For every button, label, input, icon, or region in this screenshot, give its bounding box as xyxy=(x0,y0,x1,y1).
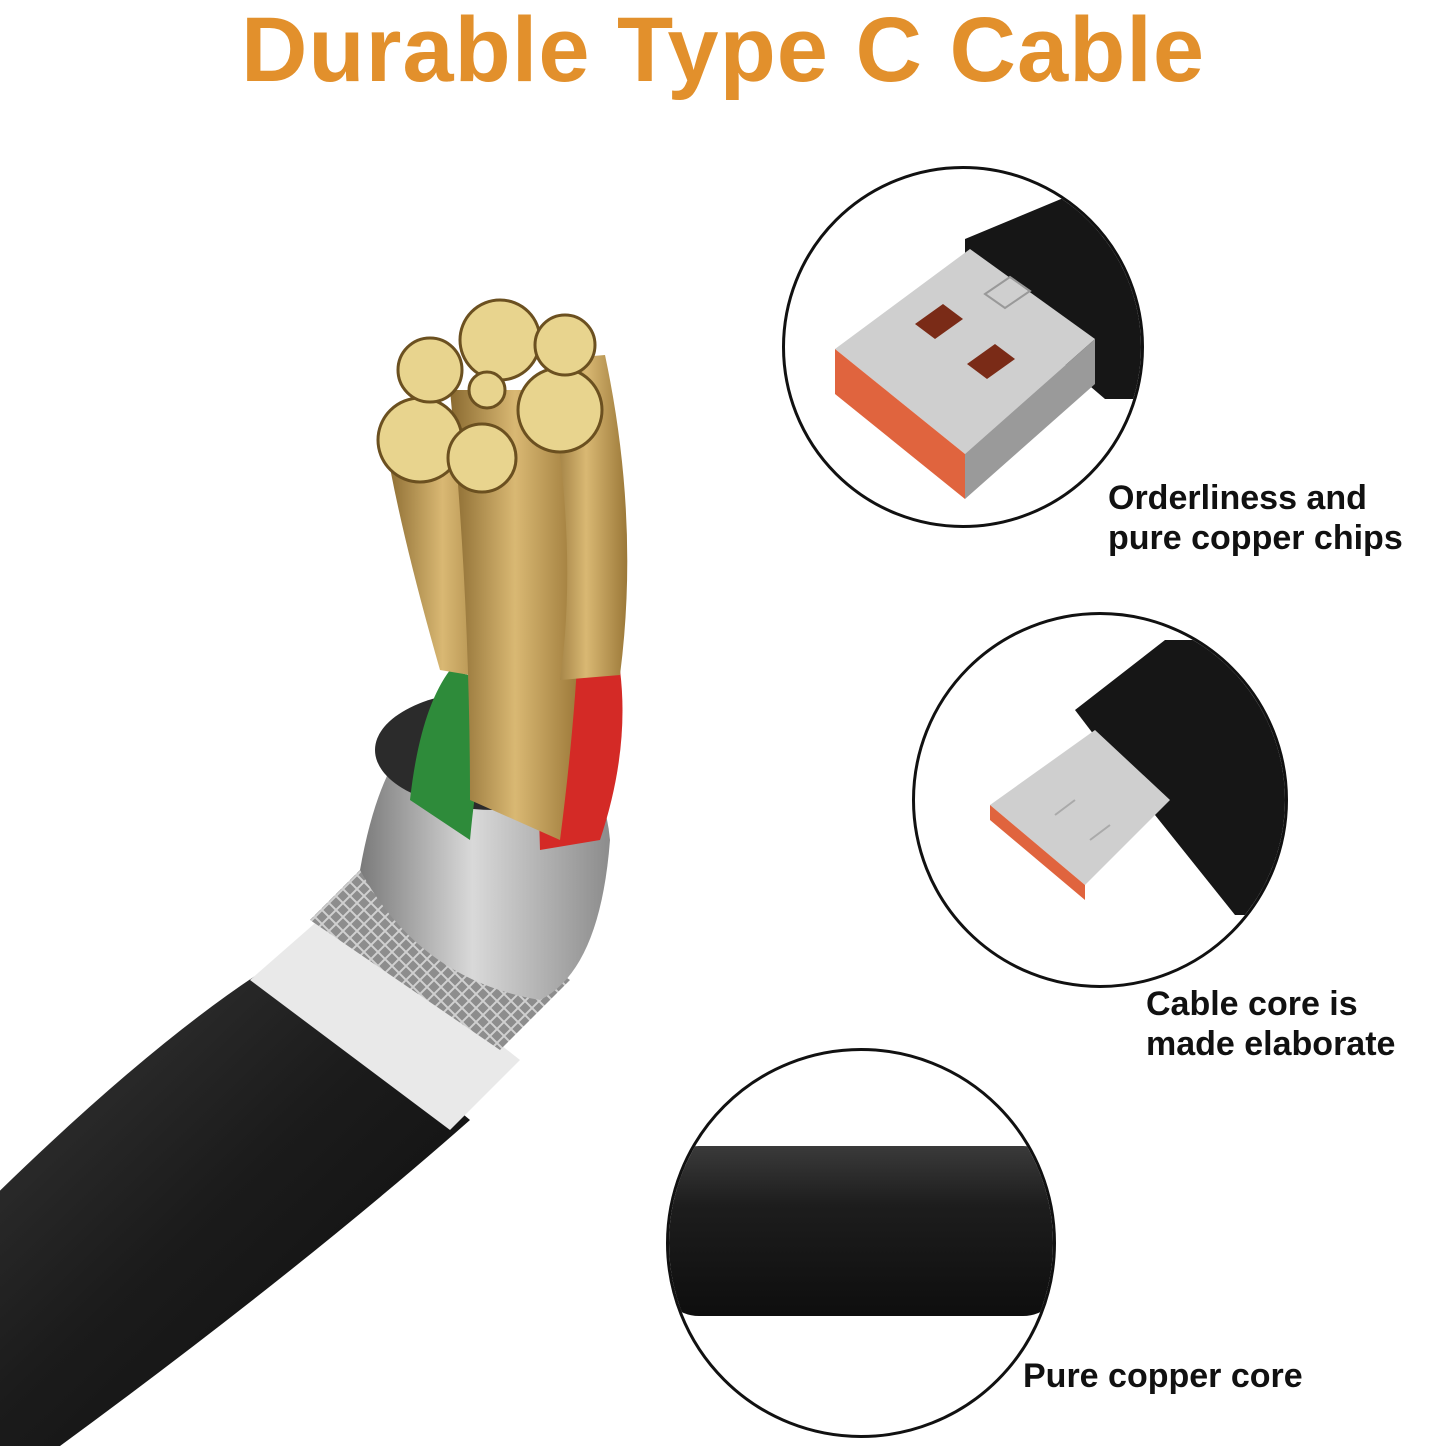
usb-a-detail-circle xyxy=(782,166,1144,528)
usb-c-connector-icon xyxy=(990,640,1285,915)
page-title: Durable Type C Cable xyxy=(240,0,1206,101)
cable-cross-section-illustration xyxy=(0,298,628,1446)
copper-strand-ends xyxy=(376,298,604,494)
usb-c-detail-circle xyxy=(912,612,1288,988)
caption-copper-core: Pure copper core xyxy=(1023,1357,1303,1395)
usb-a-connector-icon xyxy=(835,189,1141,499)
insulation-band xyxy=(250,910,520,1130)
cable-jacket-detail-circle xyxy=(666,1048,1056,1438)
cable-jacket xyxy=(0,960,470,1446)
caption-usb-a: Orderliness and pure copper chips xyxy=(1108,479,1403,557)
cable-jacket-icon xyxy=(669,1146,1053,1316)
caption-usb-c: Cable core is made elaborate xyxy=(1146,985,1396,1063)
